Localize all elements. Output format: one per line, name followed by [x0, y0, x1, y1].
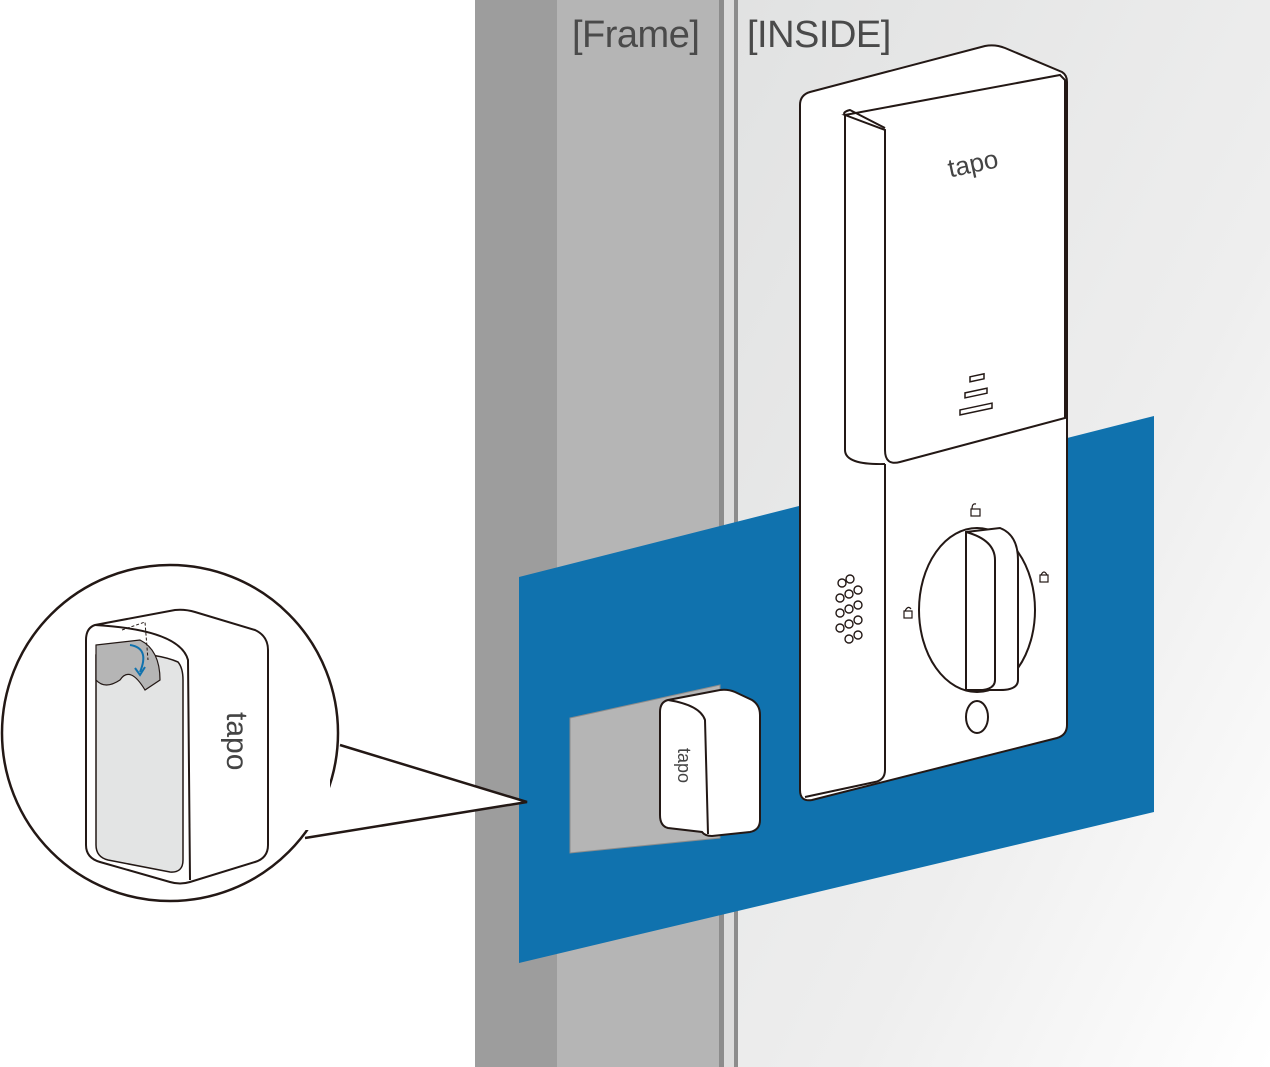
lock-icon-right	[1039, 574, 1049, 583]
zoom-callout: tapo	[0, 563, 528, 903]
adhesive-pad	[95, 652, 184, 873]
thumb-turn-knob	[965, 526, 1019, 691]
inside-label: [INSIDE]	[747, 14, 891, 56]
peel-tab	[95, 639, 161, 691]
lock-icon-top	[970, 508, 981, 517]
contact-sensor	[659, 688, 761, 838]
key-hole	[965, 700, 989, 734]
smart-lock	[799, 44, 1068, 802]
peel-arrow-icon	[129, 644, 145, 673]
sensor-logo: tapo	[674, 748, 694, 783]
speaker-holes	[835, 574, 863, 644]
lock-icon-left	[903, 610, 913, 619]
zoomed-sensor-logo: tapo	[220, 712, 253, 770]
frame-label: [Frame]	[572, 14, 700, 56]
